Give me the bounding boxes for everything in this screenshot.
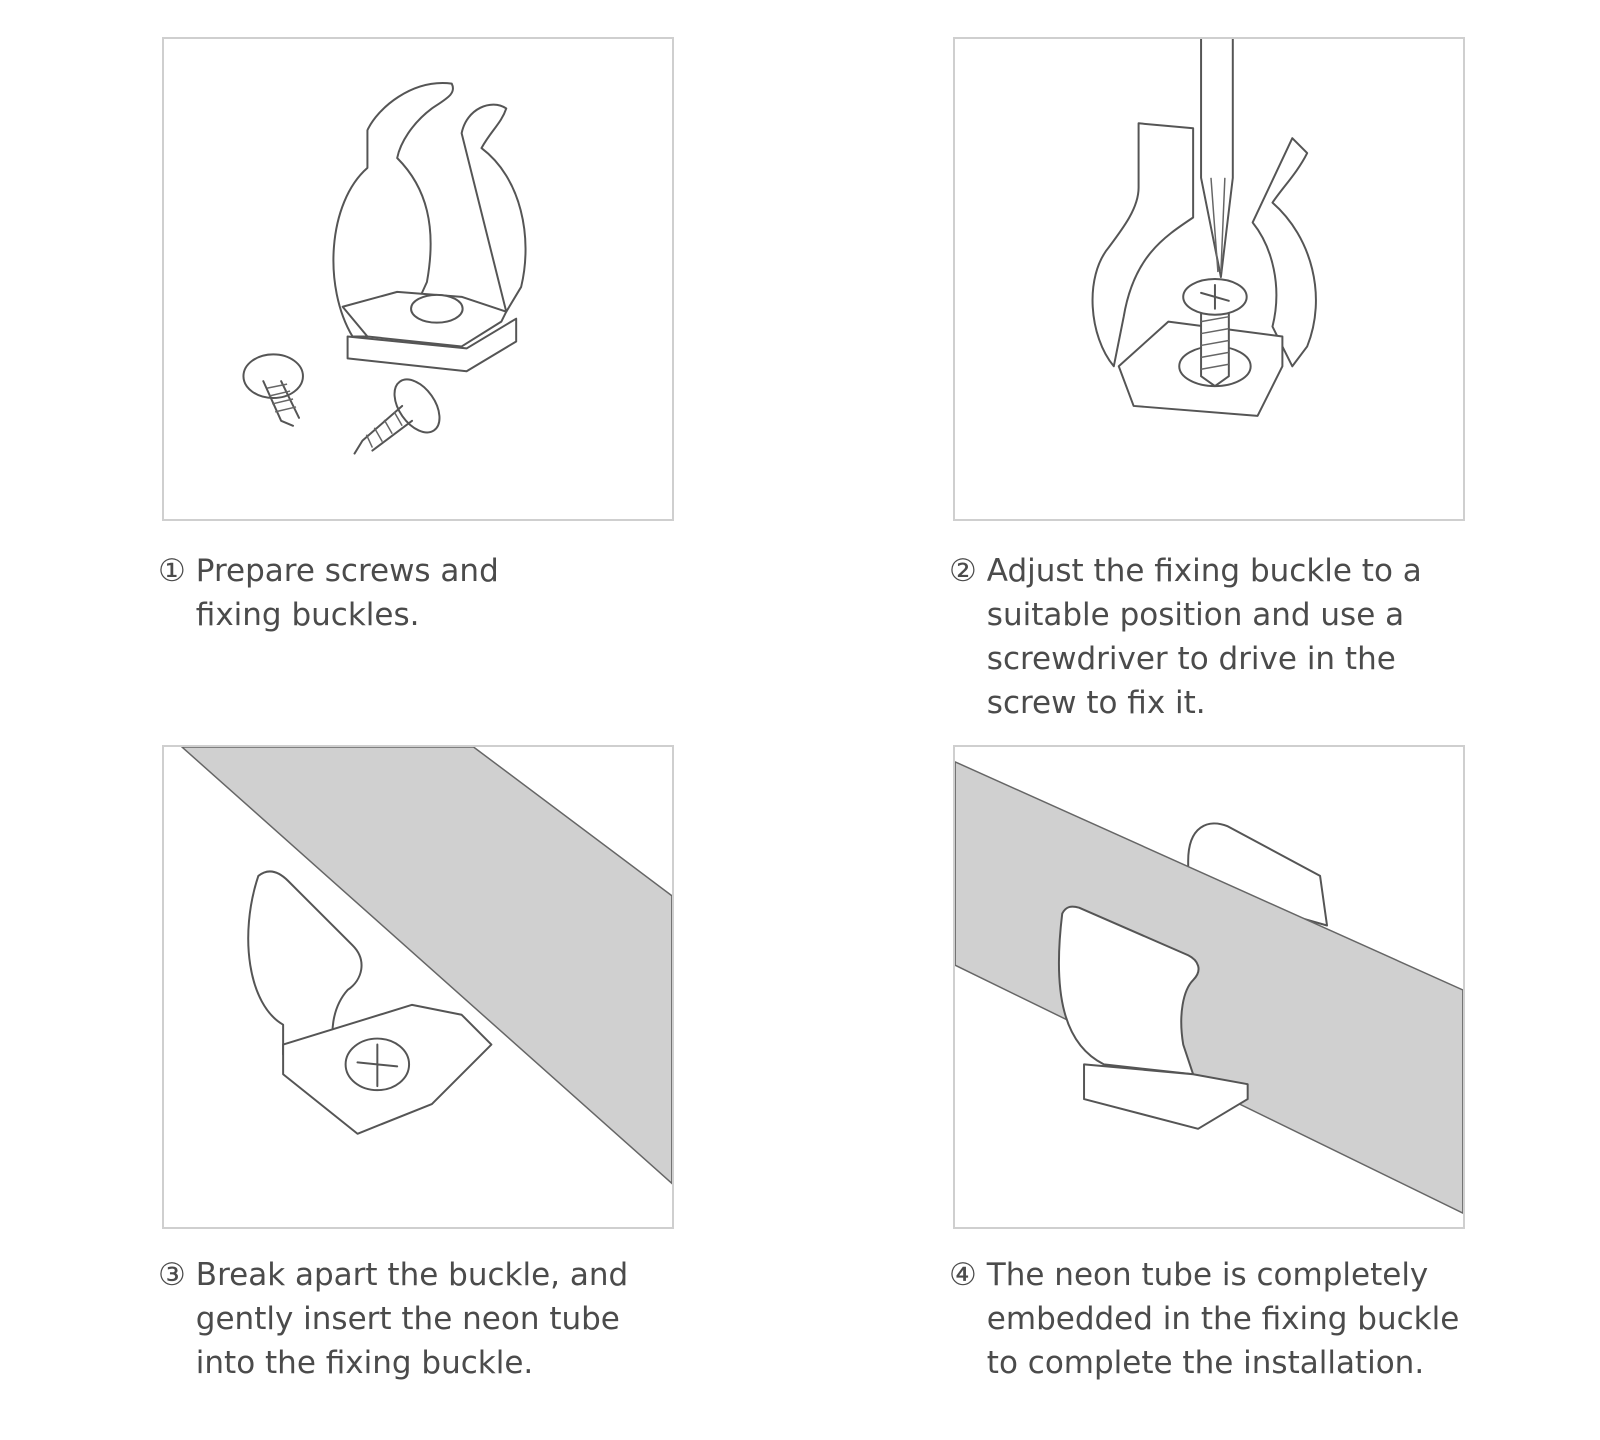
buckle-back-wing [460,103,527,313]
insert-tube-drawing [180,747,672,1185]
buckle-left-wing [1091,122,1195,368]
step-1-caption: ① Prepare screws and fixing buckles. [158,549,718,637]
buckle-base [1083,1063,1249,1130]
step-3-caption: ③ Break apart the buckle, and gently ins… [158,1253,758,1385]
screw-1 [242,353,304,427]
buckle-front-wing [332,82,454,338]
screwdriver-shaft [1200,39,1234,279]
neon-tube [955,761,1463,1214]
buckle-screw-hole [410,293,464,324]
step-4-text: The neon tube is completely embedded in … [986,1257,1460,1381]
buckle-back-wing [1187,822,1329,927]
step-1-illustration [162,37,674,521]
buckle-right-wing [1251,137,1317,368]
step-2-number: ② [949,553,977,589]
screw-2 [353,378,441,455]
neon-tube [180,747,672,1185]
screwdriver-drawing [1091,39,1317,417]
step-2-illustration [953,37,1465,521]
step-3-text: Break apart the buckle, and gently inser… [195,1257,629,1381]
step-2-caption: ② Adjust the fixing buckle to a suitable… [949,549,1569,725]
step-4-illustration [953,745,1465,1229]
step-3-illustration [162,745,674,1229]
cross-slot [356,1043,399,1088]
installed-tube-drawing [955,761,1463,1214]
step-4-number: ④ [949,1257,977,1293]
buckle-front-wing [1057,905,1200,1076]
step-1-text: Prepare screws and fixing buckles. [195,553,499,633]
step-2-text: Adjust the fixing buckle to a suitable p… [986,553,1422,721]
screw [1182,278,1248,388]
buckle-and-screws-drawing [242,82,527,455]
step-4-caption: ④ The neon tube is completely embedded i… [949,1253,1569,1385]
buckle-wing [247,870,363,1081]
buckle-base-front [346,317,518,373]
step-1-number: ① [158,553,186,589]
step-3-number: ③ [158,1257,186,1293]
